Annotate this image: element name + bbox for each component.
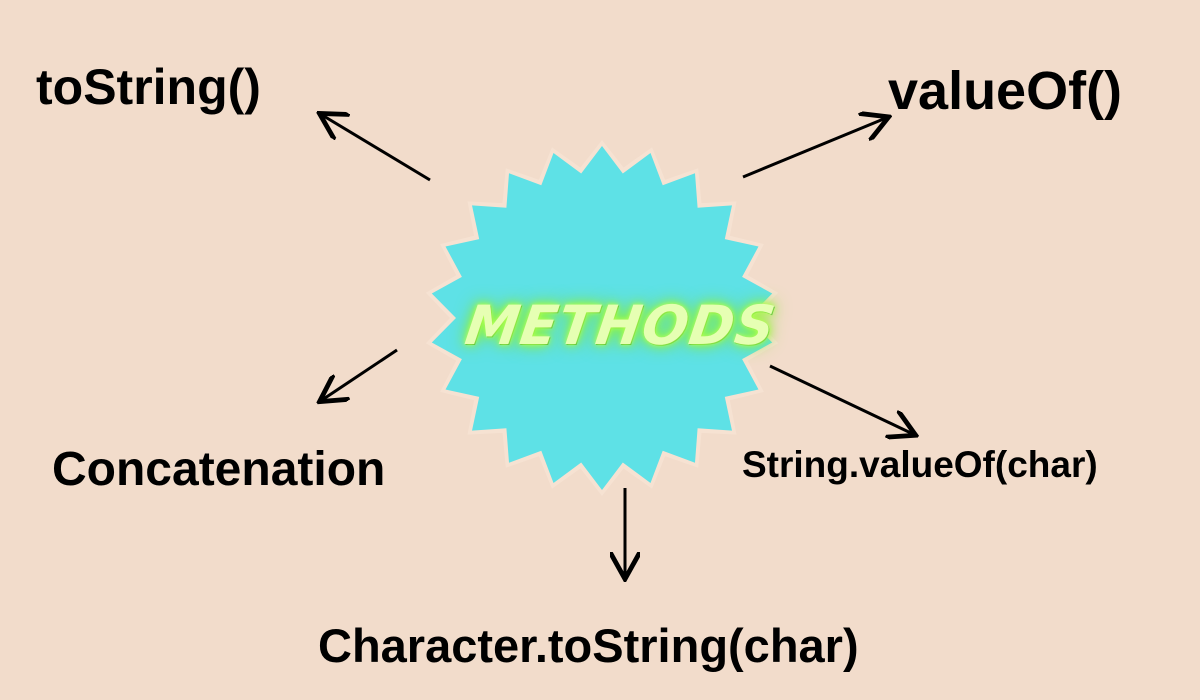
- method-concatenation-label: Concatenation: [52, 443, 386, 496]
- arrow-to-valueof: [742, 118, 886, 179]
- methods-burst-badge: [431, 146, 773, 490]
- methods-title: METHODS: [461, 294, 780, 357]
- arrow-to-concatenation: [322, 348, 398, 400]
- method-valueof-label: valueOf(): [888, 61, 1123, 121]
- method-tostring-label: toString(): [36, 59, 261, 115]
- arrow-to-tostring: [322, 115, 431, 182]
- arrow-to-string-valueof-char: [769, 364, 913, 434]
- method-string-valueof-char-label: String.valueOf(char): [742, 444, 1098, 485]
- method-character-tostring-char-label: Character.toString(char): [318, 619, 859, 672]
